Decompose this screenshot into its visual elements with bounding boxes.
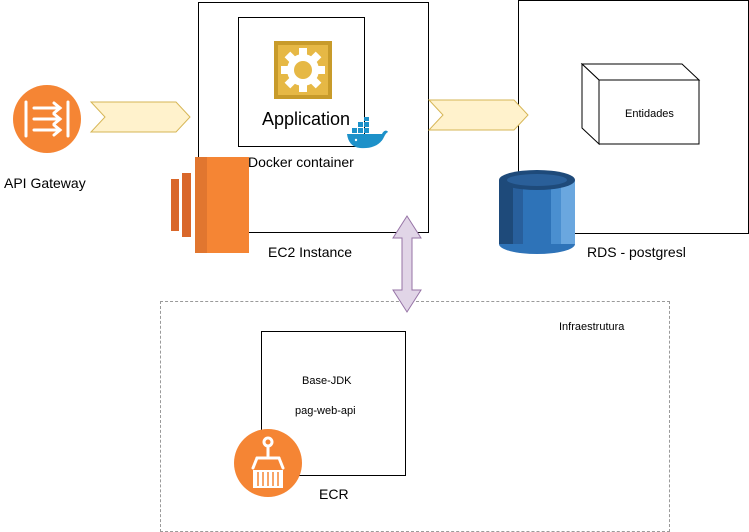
ec2-instance-label: EC2 Instance bbox=[268, 244, 353, 260]
rds-label: RDS - postgresl bbox=[587, 244, 686, 260]
application-label: Application bbox=[262, 109, 351, 129]
flow-arrow-gateway-to-ec2 bbox=[89, 101, 191, 133]
api-gateway-icon bbox=[13, 85, 81, 153]
docker-icon bbox=[347, 117, 388, 149]
entity-cube-icon bbox=[580, 62, 701, 146]
flow-arrow-ec2-to-rds bbox=[427, 99, 529, 131]
docker-container-label: Docker container bbox=[248, 154, 354, 170]
infraestrutura-label: Infraestrutura bbox=[559, 321, 625, 333]
api-gateway-label: API Gateway bbox=[4, 175, 86, 191]
ec2-icon bbox=[171, 157, 249, 253]
ecr-label: ECR bbox=[319, 486, 349, 502]
application-gear-icon bbox=[274, 41, 332, 99]
rds-icon bbox=[499, 170, 575, 254]
link-arrow-ec2-to-ecr bbox=[392, 215, 422, 313]
entidades-label: Entidades bbox=[625, 108, 674, 120]
base-jdk-label: Base-JDK bbox=[302, 375, 352, 387]
pag-web-api-label: pag-web-api bbox=[295, 405, 356, 417]
ecr-icon bbox=[234, 429, 302, 497]
